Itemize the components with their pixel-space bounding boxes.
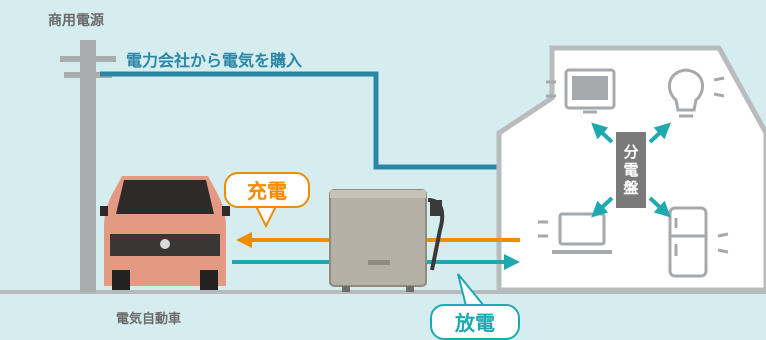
distribution-arrows bbox=[591, 122, 671, 218]
charge-arrowhead bbox=[236, 232, 252, 248]
refrigerator-icon bbox=[668, 206, 729, 278]
charge-bubble: 充電 bbox=[224, 172, 310, 208]
laptop-icon bbox=[538, 212, 612, 254]
distribution-panel: 分 電 盤 bbox=[616, 132, 646, 208]
panel-char-1: 分 bbox=[623, 143, 639, 161]
purchase-label: 電力会社から電気を購入 bbox=[126, 51, 303, 70]
discharge-bubble: 放電 bbox=[430, 304, 520, 340]
discharge-arrowhead bbox=[504, 254, 520, 270]
discharge-bubble-tail bbox=[457, 273, 485, 307]
v2h-charger-icon bbox=[329, 189, 445, 292]
grid-power-label: 商用電源 bbox=[48, 13, 104, 29]
utility-pole-icon bbox=[60, 40, 116, 292]
panel-char-3: 盤 bbox=[623, 179, 639, 197]
panel-char-2: 電 bbox=[623, 161, 639, 179]
ev-car-icon bbox=[100, 176, 230, 290]
tv-icon bbox=[546, 68, 616, 114]
light-bulb-icon bbox=[667, 68, 725, 118]
charge-bubble-tail bbox=[255, 205, 277, 229]
ev-label: 電気自動車 bbox=[116, 312, 182, 327]
purchase-line bbox=[100, 71, 600, 170]
